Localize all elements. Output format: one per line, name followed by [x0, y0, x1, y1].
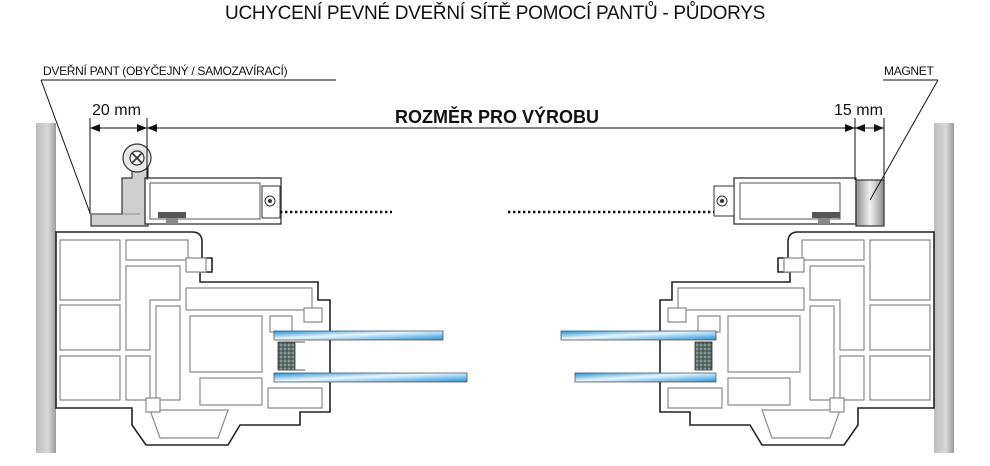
dim-left-label: 20 mm — [92, 102, 141, 119]
screen-profile-left — [144, 177, 282, 225]
glass-unit-left — [273, 330, 468, 383]
screw-icon — [129, 150, 145, 166]
glass-spacer-left — [277, 341, 296, 371]
screen-profile-right — [713, 177, 857, 225]
magnet-leader — [869, 79, 939, 201]
production-size-label: ROZMĚR PRO VÝROBU — [395, 106, 599, 127]
wall-left — [36, 123, 56, 453]
diagram-title: UCHYCENÍ PEVNÉ DVEŘNÍ SÍTĚ POMOCÍ PANTŮ … — [225, 2, 765, 24]
hinge-label: DVEŘNÍ PANT (OBYČEJNÝ / SAMOZAVÍRACÍ) — [43, 63, 288, 78]
window-frame-right — [659, 231, 935, 446]
dimension-line — [90, 124, 884, 132]
door-hinge — [90, 143, 152, 227]
window-frame-left — [55, 231, 331, 446]
wall-right — [934, 123, 954, 453]
dim-right-label: 15 mm — [834, 102, 883, 119]
glass-unit-right — [560, 330, 717, 383]
hinge-leader — [40, 79, 91, 214]
glass-spacer-right — [694, 341, 713, 371]
magnet-block — [855, 179, 885, 227]
magnet-label: MAGNET — [884, 64, 935, 78]
